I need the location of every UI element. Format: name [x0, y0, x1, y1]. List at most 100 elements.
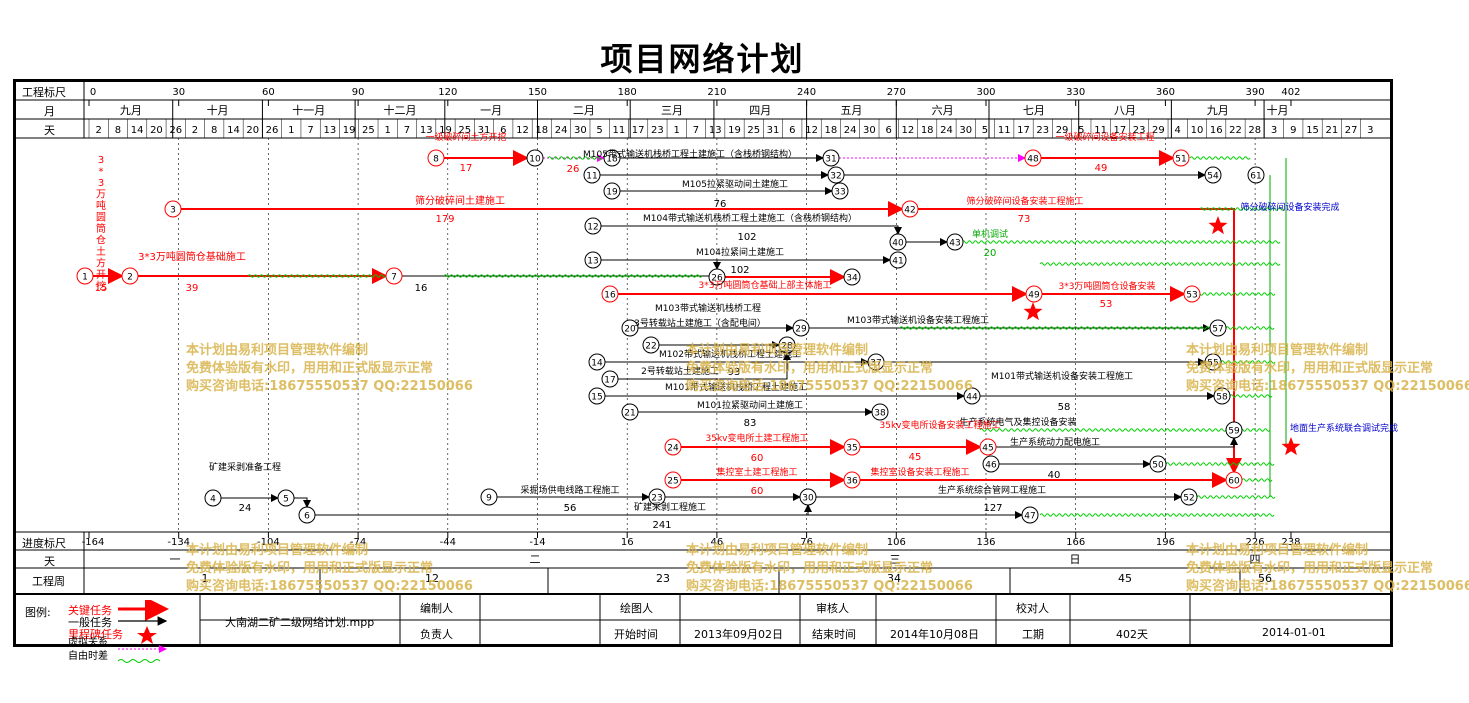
- progress-tick-label: 166: [1066, 537, 1085, 548]
- task-label: 筛分破碎间设备安装完成: [1240, 201, 1339, 213]
- month-label: 二月: [573, 104, 595, 117]
- day-label: 24: [555, 125, 568, 136]
- task-label: M105拉紧驱动间土建施工: [682, 178, 788, 190]
- event-node-number: 47: [1024, 512, 1035, 522]
- day-label: 2: [95, 125, 101, 136]
- watermark-5: 本计划由易利项目管理软件编制免费体验版有水印，用用和正式版显示正常购买咨询电话:…: [686, 543, 973, 594]
- event-node: [1204, 353, 1222, 371]
- event-node: [1021, 506, 1039, 524]
- task-label: 一级破碎间设备安装工程: [1055, 131, 1154, 143]
- day-label: 12: [902, 125, 915, 136]
- event-node-number: 21: [624, 409, 635, 419]
- scale-row-label: 工程标尺: [22, 86, 66, 99]
- task-duration: 241: [652, 520, 671, 531]
- day-label: 17: [632, 125, 645, 136]
- watermark-1: 本计划由易利项目管理软件编制免费体验版有水印，用用和正式版显示正常购买咨询电话:…: [186, 343, 473, 394]
- day-label: 17: [1017, 125, 1030, 136]
- task-label: M103带式输送机设备安装工程施工: [847, 314, 989, 326]
- day-label: 27: [1345, 125, 1358, 136]
- task-label: 筛分破碎间土建施工: [415, 194, 505, 207]
- event-node-number: 50: [1152, 461, 1164, 471]
- event-node-number: 18: [606, 155, 618, 165]
- weekday-label: 二: [530, 553, 541, 566]
- event-node: [601, 370, 619, 388]
- progress-tick-label: -14: [529, 537, 545, 548]
- event-node: [1209, 319, 1227, 337]
- end-label: 结束时间: [812, 628, 856, 641]
- task-arrow: [918, 208, 1242, 474]
- task-duration: 102: [730, 265, 749, 276]
- task-label: M101带式输送机设备安装工程施工: [991, 370, 1133, 382]
- day-label: 5: [596, 125, 602, 136]
- event-node-number: 58: [1216, 393, 1228, 403]
- task-duration: 20: [984, 248, 997, 259]
- day-label: 5: [1078, 125, 1084, 136]
- week-label: 45: [1118, 572, 1132, 585]
- day-label: 31: [478, 125, 491, 136]
- month-label: 五月: [840, 104, 862, 117]
- event-node: [1225, 471, 1243, 489]
- task-label: 采掘场供电线路工程施工: [520, 484, 619, 496]
- day-label: 18: [824, 125, 837, 136]
- task-label-char: 3: [98, 178, 104, 189]
- task-arrow: [294, 497, 311, 508]
- float-line: [979, 428, 1233, 432]
- day-label: 1: [674, 125, 680, 136]
- progress-tick-label: 226: [1246, 537, 1265, 548]
- task-label-char: 方: [96, 257, 106, 270]
- event-node-number: 11: [586, 172, 597, 182]
- week-row-label: 工程周: [32, 575, 65, 588]
- task-label: 35kv变电所设备安装工程施工: [880, 419, 1001, 431]
- file-name: 大南湖二矿二级网络计划.mpp: [225, 616, 375, 629]
- progress-row-label: 进度标尺: [22, 537, 66, 550]
- duration-label: 工期: [1022, 628, 1044, 641]
- event-node-number: 60: [1228, 477, 1240, 487]
- event-node: [642, 336, 660, 354]
- legend-milestone: 里程碑任务: [68, 628, 123, 641]
- event-node-number: 20: [624, 325, 636, 335]
- task-label: M102带式输送机栈桥工程土建施工: [659, 348, 801, 360]
- event-node: [1172, 149, 1190, 167]
- event-node-number: 33: [834, 188, 845, 198]
- float-line: [1039, 262, 1281, 266]
- event-node: [778, 336, 796, 354]
- event-node: [385, 267, 403, 285]
- day-label: 8: [115, 125, 121, 136]
- task-label-char: 筒: [96, 222, 106, 235]
- event-node-number: 37: [870, 359, 881, 369]
- event-node-number: 17: [604, 376, 615, 386]
- day-label: 29: [1152, 125, 1165, 136]
- event-node: [427, 149, 445, 167]
- day-label: 8: [211, 125, 217, 136]
- event-node: [963, 387, 981, 405]
- event-node-number: 32: [830, 172, 841, 182]
- event-node: [843, 471, 861, 489]
- event-node-number: 14: [591, 359, 603, 369]
- event-node: [588, 353, 606, 371]
- day-label: 21: [1325, 125, 1338, 136]
- event-node-number: 55: [1207, 359, 1218, 369]
- event-node-number: 6: [304, 512, 310, 522]
- event-node-number: 46: [985, 461, 997, 471]
- task-duration: 60: [751, 453, 764, 464]
- task-label: 3*3万吨圆筒仓基础上部主体施工: [699, 279, 832, 291]
- progress-tick-label: 106: [887, 537, 906, 548]
- task-duration: 60: [751, 486, 764, 497]
- task-duration: 24: [239, 503, 252, 514]
- day-label: 19: [728, 125, 741, 136]
- day-label: 13: [709, 125, 722, 136]
- task-label: 2号转载站土建施工: [641, 365, 719, 377]
- scale-tick-label: 90: [352, 87, 365, 98]
- task-label: 一级破碎间土方开挖: [425, 131, 506, 143]
- day-label: 1: [288, 125, 294, 136]
- day-label: 30: [959, 125, 972, 136]
- event-node-number: 16: [604, 291, 616, 301]
- task-label: M101拉紧驱动间土建施工: [697, 399, 803, 411]
- event-node-number: 7: [391, 273, 397, 283]
- task-label: 矿建采剥工程施工: [634, 501, 706, 513]
- watermark-4: 本计划由易利项目管理软件编制免费体验版有水印，用用和正式版显示正常购买咨询电话:…: [186, 543, 473, 594]
- progress-tick-label: -164: [82, 537, 105, 548]
- task-duration: 53: [1100, 299, 1113, 310]
- weekday-label: 三: [890, 553, 901, 566]
- event-node: [298, 506, 316, 524]
